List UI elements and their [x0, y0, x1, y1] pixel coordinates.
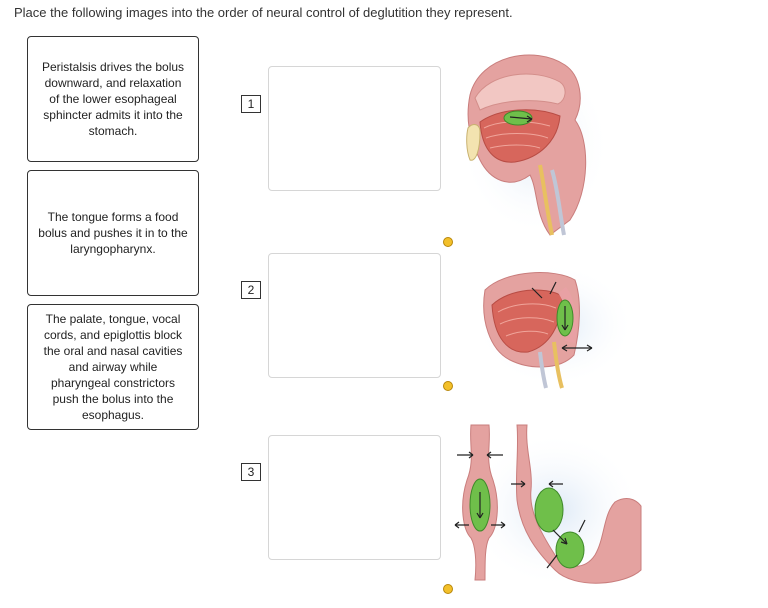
- slot-number-1: 1: [241, 95, 261, 113]
- slot-number-3: 3: [241, 463, 261, 481]
- drop-zone-1[interactable]: [268, 66, 441, 191]
- hotspot-marker-1[interactable]: [443, 237, 453, 247]
- oral-phase-illustration: [460, 54, 610, 236]
- drop-zone-2[interactable]: [268, 253, 441, 378]
- answer-card-pharyngeal-block[interactable]: The palate, tongue, vocal cords, and epi…: [27, 304, 199, 430]
- drop-zone-3[interactable]: [268, 435, 441, 560]
- card-text: The palate, tongue, vocal cords, and epi…: [43, 312, 183, 422]
- hotspot-marker-2[interactable]: [443, 381, 453, 391]
- esophageal-phase-illustration: [454, 424, 643, 588]
- pharyngeal-phase-illustration: [475, 263, 635, 389]
- card-text: Peristalsis drives the bolus downward, a…: [41, 60, 185, 138]
- slot-number-2: 2: [241, 281, 261, 299]
- instruction-text: Place the following images into the orde…: [14, 5, 513, 20]
- card-text: The tongue forms a food bolus and pushes…: [38, 210, 188, 256]
- answer-card-peristalsis[interactable]: Peristalsis drives the bolus downward, a…: [27, 36, 199, 162]
- hotspot-marker-3[interactable]: [443, 584, 453, 594]
- answer-card-tongue-bolus[interactable]: The tongue forms a food bolus and pushes…: [27, 170, 199, 296]
